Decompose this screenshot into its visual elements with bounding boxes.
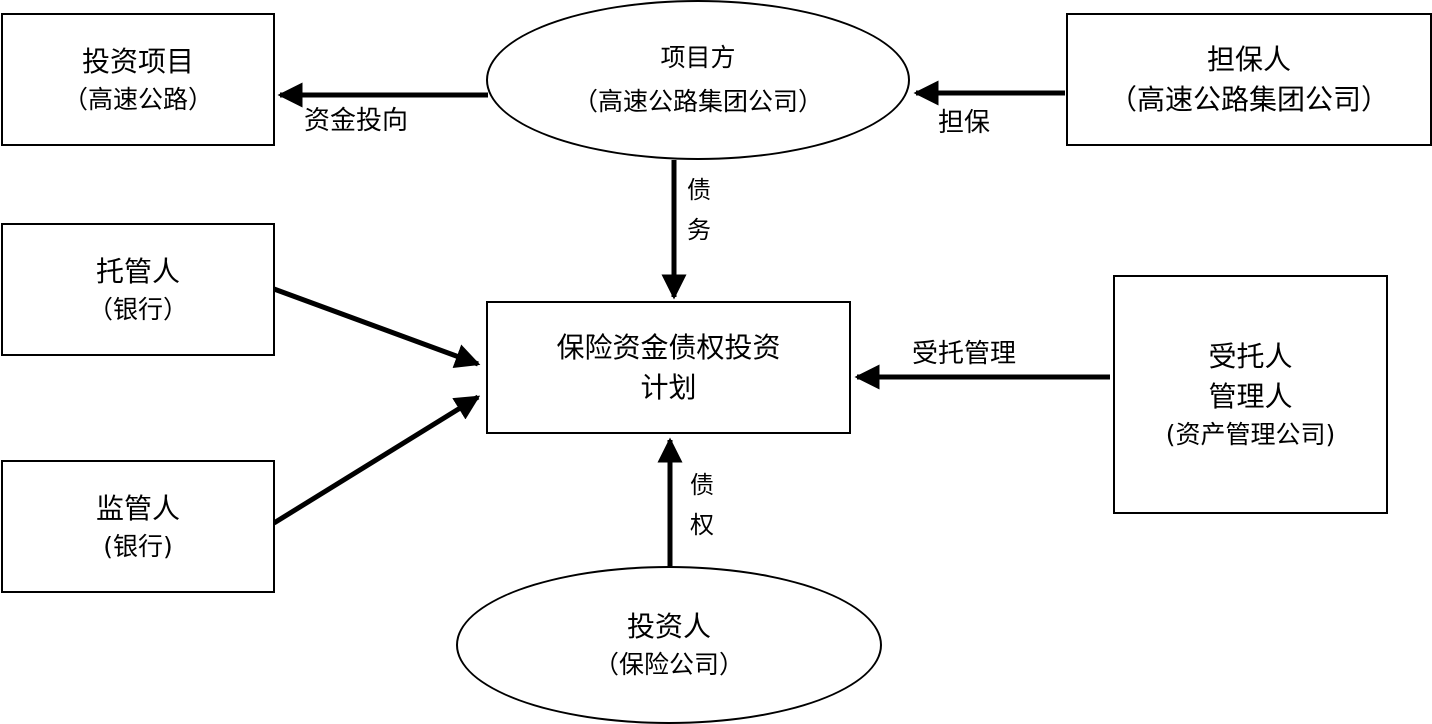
investment-project-box: 投资项目 （高速公路）: [1, 13, 275, 146]
custodian-title: 托管人: [95, 254, 180, 288]
project-party-ellipse: 项目方 （高速公路集团公司）: [486, 0, 910, 160]
plan-line-1: 保险资金债权投资: [556, 330, 781, 364]
arrow-supervisor-to-plan: [272, 394, 481, 526]
guarantor-subtitle: （高速公路集团公司）: [1108, 82, 1389, 116]
custodian-box: 托管人 （银行）: [1, 223, 275, 356]
guarantor-box: 担保人 （高速公路集团公司）: [1066, 13, 1432, 146]
creditor-rights-label: 债 权: [687, 465, 717, 545]
project-party-subtitle: （高速公路集团公司）: [572, 87, 823, 116]
arrow-custodian-to-plan: [273, 286, 481, 368]
trustee-line-3: (资产管理公司): [1165, 419, 1336, 449]
plan-box: 保险资金债权投资 计划: [486, 301, 851, 434]
investor-title: 投资人: [626, 610, 711, 643]
investment-project-title: 投资项目: [81, 44, 194, 78]
debt-label: 债 务: [684, 170, 714, 250]
fund-flow-label: 资金投向: [304, 106, 409, 136]
project-party-title: 项目方: [660, 43, 736, 72]
creditor-rights-char-2: 权: [690, 511, 714, 539]
plan-line-2: 计划: [640, 370, 697, 404]
guarantee-label: 担保: [938, 108, 991, 138]
investor-ellipse: 投资人 （保险公司）: [456, 566, 882, 724]
debt-char-1: 债: [687, 176, 711, 204]
guarantor-title: 担保人: [1206, 42, 1291, 76]
trustee-line-1: 受托人: [1208, 339, 1293, 373]
debt-char-2: 务: [687, 216, 711, 244]
supervisor-title: 监管人: [95, 491, 180, 525]
supervisor-box: 监管人 (银行): [1, 460, 275, 593]
creditor-rights-char-1: 债: [690, 471, 714, 499]
supervisor-subtitle: (银行): [103, 531, 173, 561]
trustee-line-2: 管理人: [1208, 379, 1293, 413]
trustee-box: 受托人 管理人 (资产管理公司): [1113, 275, 1388, 514]
investment-project-subtitle: （高速公路）: [62, 84, 213, 114]
investor-subtitle: （保险公司）: [593, 650, 744, 679]
custodian-subtitle: （银行）: [87, 294, 188, 324]
trust-management-label: 受托管理: [912, 339, 1017, 369]
